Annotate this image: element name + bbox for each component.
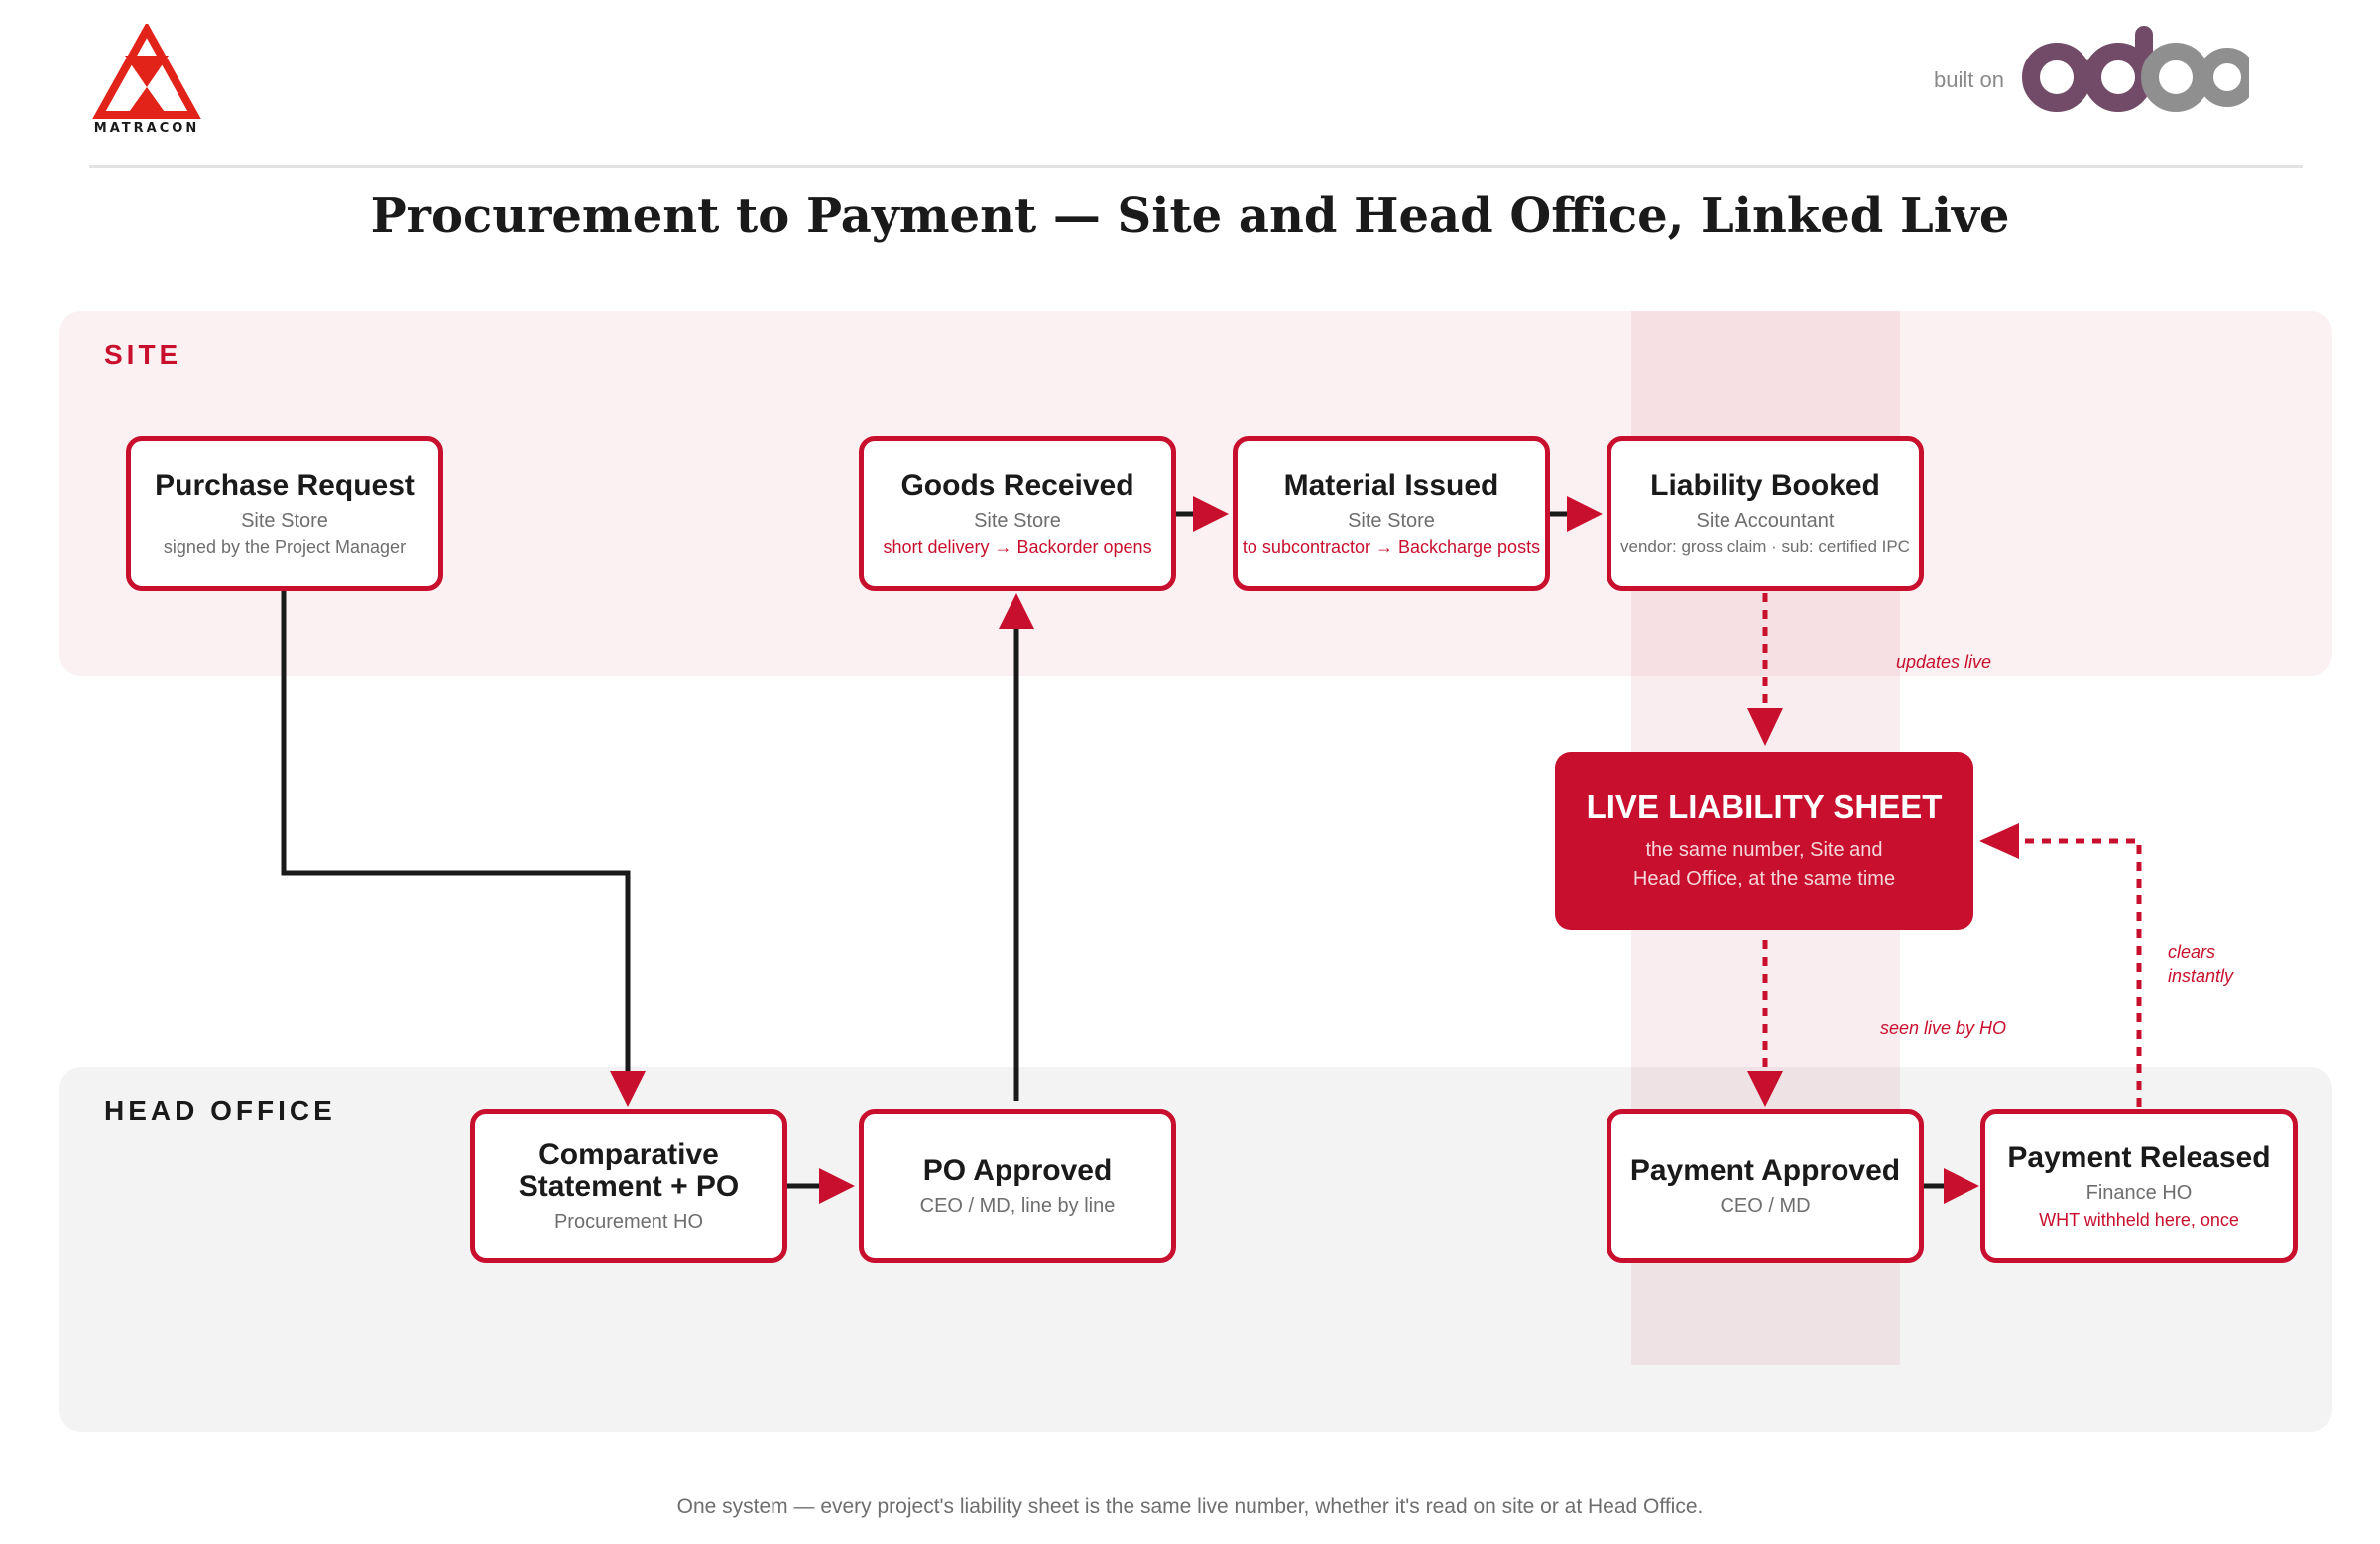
comparative-statement-step: Comparative Statement + PO Procurement H… [470,1109,787,1263]
clears-annotation-line1: clears [2168,942,2216,962]
footer-caption: One system — every project's liability s… [676,1495,1704,1518]
step-owner: Site Store [1348,509,1435,532]
step-title: Purchase Request [155,468,415,502]
arrowhead-comparative-to-po [819,1168,855,1204]
connector-released-to-live [2017,838,2142,1107]
arrowhead-approved-to-released [1944,1168,1979,1204]
step-title-line1: Comparative [538,1137,719,1171]
site-lane-label: SITE [104,339,182,370]
step-title-line2: Statement + PO [518,1169,740,1203]
connector-pr-to-comparative [281,591,631,1071]
page-title: Procurement to Payment — Site and Head O… [370,188,2010,244]
step-title: Goods Received [900,468,1134,502]
matracon-logo: MATRACON [87,21,206,141]
live-liability-sheet: LIVE LIABILITY SHEET the same number, Si… [1555,752,1973,930]
arrowhead-pr-to-comparative [610,1071,646,1107]
step-title: PO Approved [922,1153,1113,1187]
step-note: signed by the Project Manager [163,536,407,557]
head-office-lane-label: HEAD OFFICE [104,1095,336,1126]
po-approved-step: PO Approved CEO / MD, line by line [859,1109,1176,1263]
logo-wordmark: MATRACON [93,121,200,136]
live-sheet-line2: Head Office, at the same time [1632,868,1896,890]
built-on-label: built on [1934,67,2004,92]
step-title: Payment Approved [1629,1153,1901,1187]
liability-booked-step: Liability Booked Site Accountant vendor:… [1606,436,1924,591]
step-title: Material Issued [1283,468,1499,502]
step-note: vendor: gross claim · sub: certified IPC [1620,537,1910,556]
material-issued-step: Material Issued Site Store to subcontrac… [1233,436,1550,591]
purchase-request-step: Purchase Request Site Store signed by th… [126,436,443,591]
step-owner: Site Accountant [1696,510,1835,532]
head-office-lane [60,1067,2332,1432]
arrowhead-goods-to-material [1193,496,1229,532]
step-owner: Procurement HO [553,1210,704,1233]
step-owner: Site Store [974,509,1061,532]
step-note: to subcontractor → Backcharge posts [1242,536,1541,557]
seen-live-annotation: seen live by HO [1880,1018,2007,1038]
live-sheet-title: LIVE LIABILITY SHEET [1586,788,1943,825]
step-title: Liability Booked [1650,469,1880,502]
step-note: short delivery → Backorder opens [883,536,1152,557]
payment-approved-step: Payment Approved CEO / MD [1606,1109,1924,1263]
step-note: WHT withheld here, once [2039,1209,2239,1230]
updates-live-annotation: updates live [1896,653,1992,672]
goods-received-step: Goods Received Site Store short delivery… [859,436,1176,591]
step-owner: CEO / MD, line by line [919,1194,1116,1217]
step-owner: CEO / MD [1720,1194,1811,1217]
step-owner: Finance HO [2085,1181,2193,1204]
live-sheet-line1: the same number, Site and [1645,839,1883,861]
step-title: Payment Released [2007,1140,2271,1174]
arrowhead-material-to-liability [1567,496,1603,532]
arrowhead-released-to-live [1979,823,2019,859]
header-divider [89,165,2303,168]
arrowhead-po-to-goods [999,593,1034,629]
arrowhead-liability-to-live [1747,708,1783,746]
matracon-logo-mark [92,21,201,119]
arrowhead-live-to-payment-approved [1747,1071,1783,1107]
step-owner: Site Store [241,509,328,532]
payment-released-step: Payment Released Finance HO WHT withheld… [1980,1109,2298,1263]
clears-annotation-line2: instantly [2168,966,2234,986]
